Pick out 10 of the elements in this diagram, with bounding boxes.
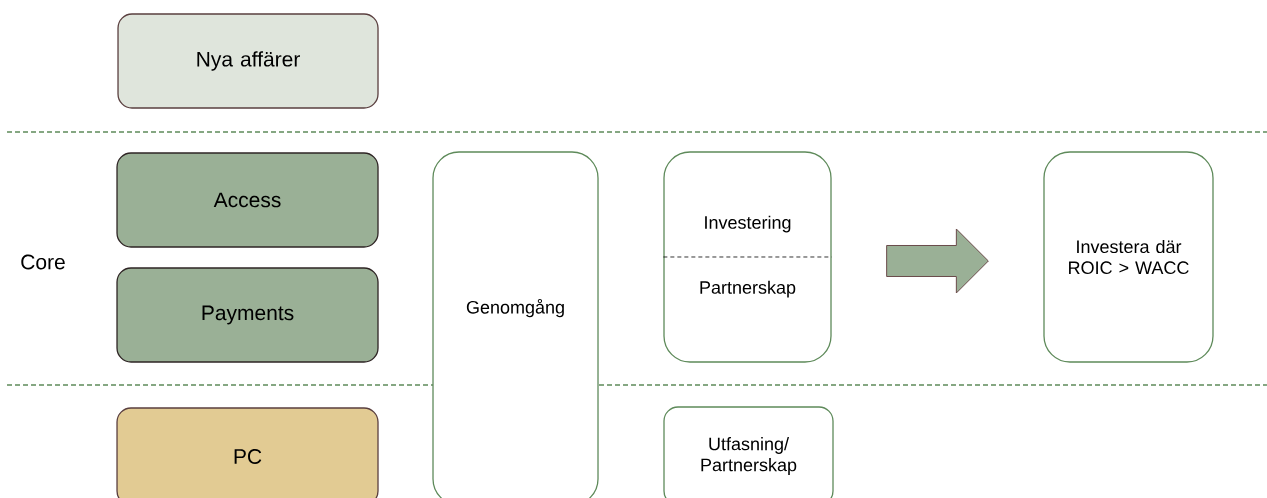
split-box: Investering Partnerskap xyxy=(662,151,833,363)
goal-box: Investera där ROIC > WACC xyxy=(1043,151,1214,363)
category-box: PC xyxy=(116,407,379,498)
category-box: Nya affärer xyxy=(117,13,379,109)
outcome-box: Utfasning/ Partnerskap xyxy=(663,406,834,498)
process-box: Genomgång xyxy=(432,151,599,498)
category-box: Access xyxy=(116,152,379,248)
category-box: Payments xyxy=(116,267,379,363)
row-label: Core xyxy=(21,254,65,270)
block-arrow xyxy=(886,228,989,294)
